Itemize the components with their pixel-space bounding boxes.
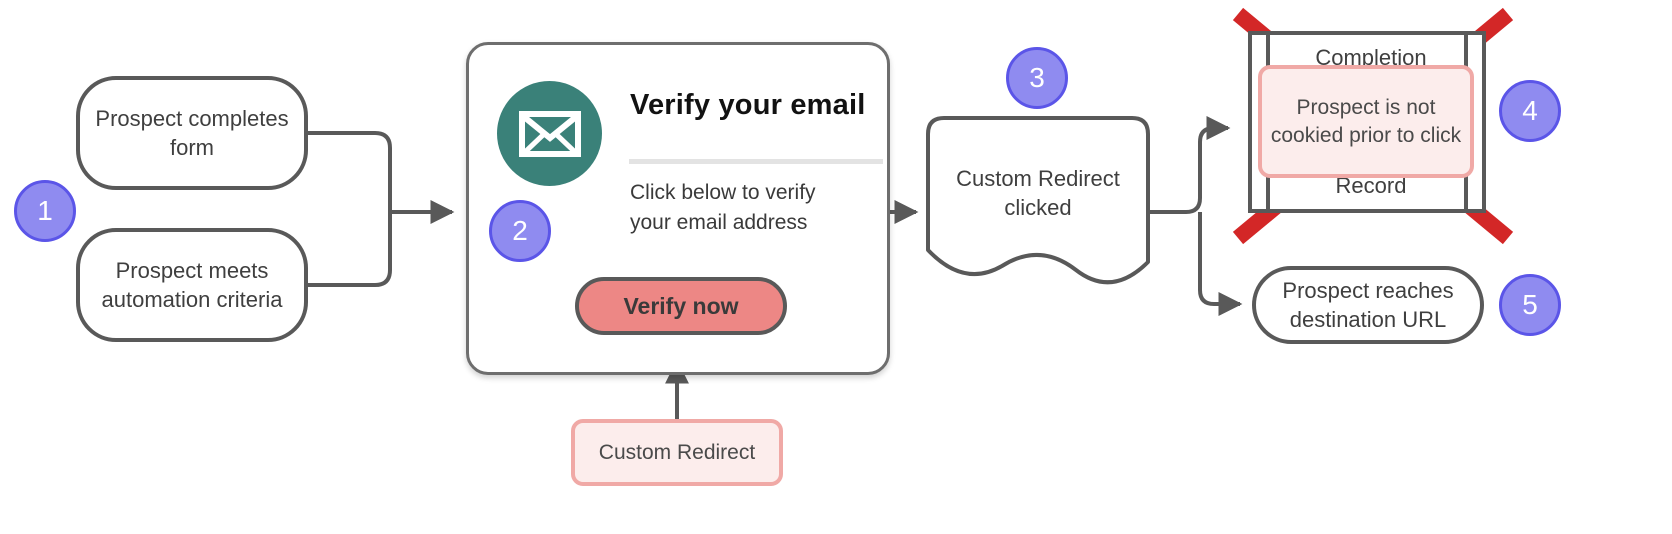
step-badge-5[interactable]: 5 xyxy=(1499,274,1561,336)
email-divider xyxy=(629,159,883,164)
email-body-text: Click below to verify your email address xyxy=(630,181,816,234)
callout-custom-redirect: Custom Redirect xyxy=(571,419,783,486)
envelope-icon xyxy=(497,81,602,186)
callout-not-cookied: Prospect is not cookied prior to click xyxy=(1258,65,1474,178)
node-label: Custom Redirect clicked xyxy=(956,166,1120,220)
node-label: Prospect meets automation criteria xyxy=(101,258,283,312)
node-prospect-completes-form[interactable]: Prospect completes form xyxy=(76,76,308,190)
step-badge-3[interactable]: 3 xyxy=(1006,47,1068,109)
email-title: Verify your email xyxy=(630,89,866,121)
email-preview-card: Verify your email Click below to verify … xyxy=(466,42,890,375)
node-prospect-reaches-destination-url[interactable]: Prospect reaches destination URL xyxy=(1252,266,1484,344)
step-badge-4[interactable]: 4 xyxy=(1499,80,1561,142)
step-badge-2[interactable]: 2 xyxy=(489,200,551,262)
document-shape-outline xyxy=(926,116,1150,285)
verify-now-button[interactable]: Verify now xyxy=(575,277,787,335)
node-label: Prospect reaches destination URL xyxy=(1282,278,1454,332)
node-label: Prospect completes form xyxy=(95,106,289,160)
step-badge-1[interactable]: 1 xyxy=(14,180,76,242)
node-prospect-meets-criteria[interactable]: Prospect meets automation criteria xyxy=(76,228,308,342)
node-custom-redirect-clicked[interactable]: Custom Redirect clicked xyxy=(928,118,1148,273)
